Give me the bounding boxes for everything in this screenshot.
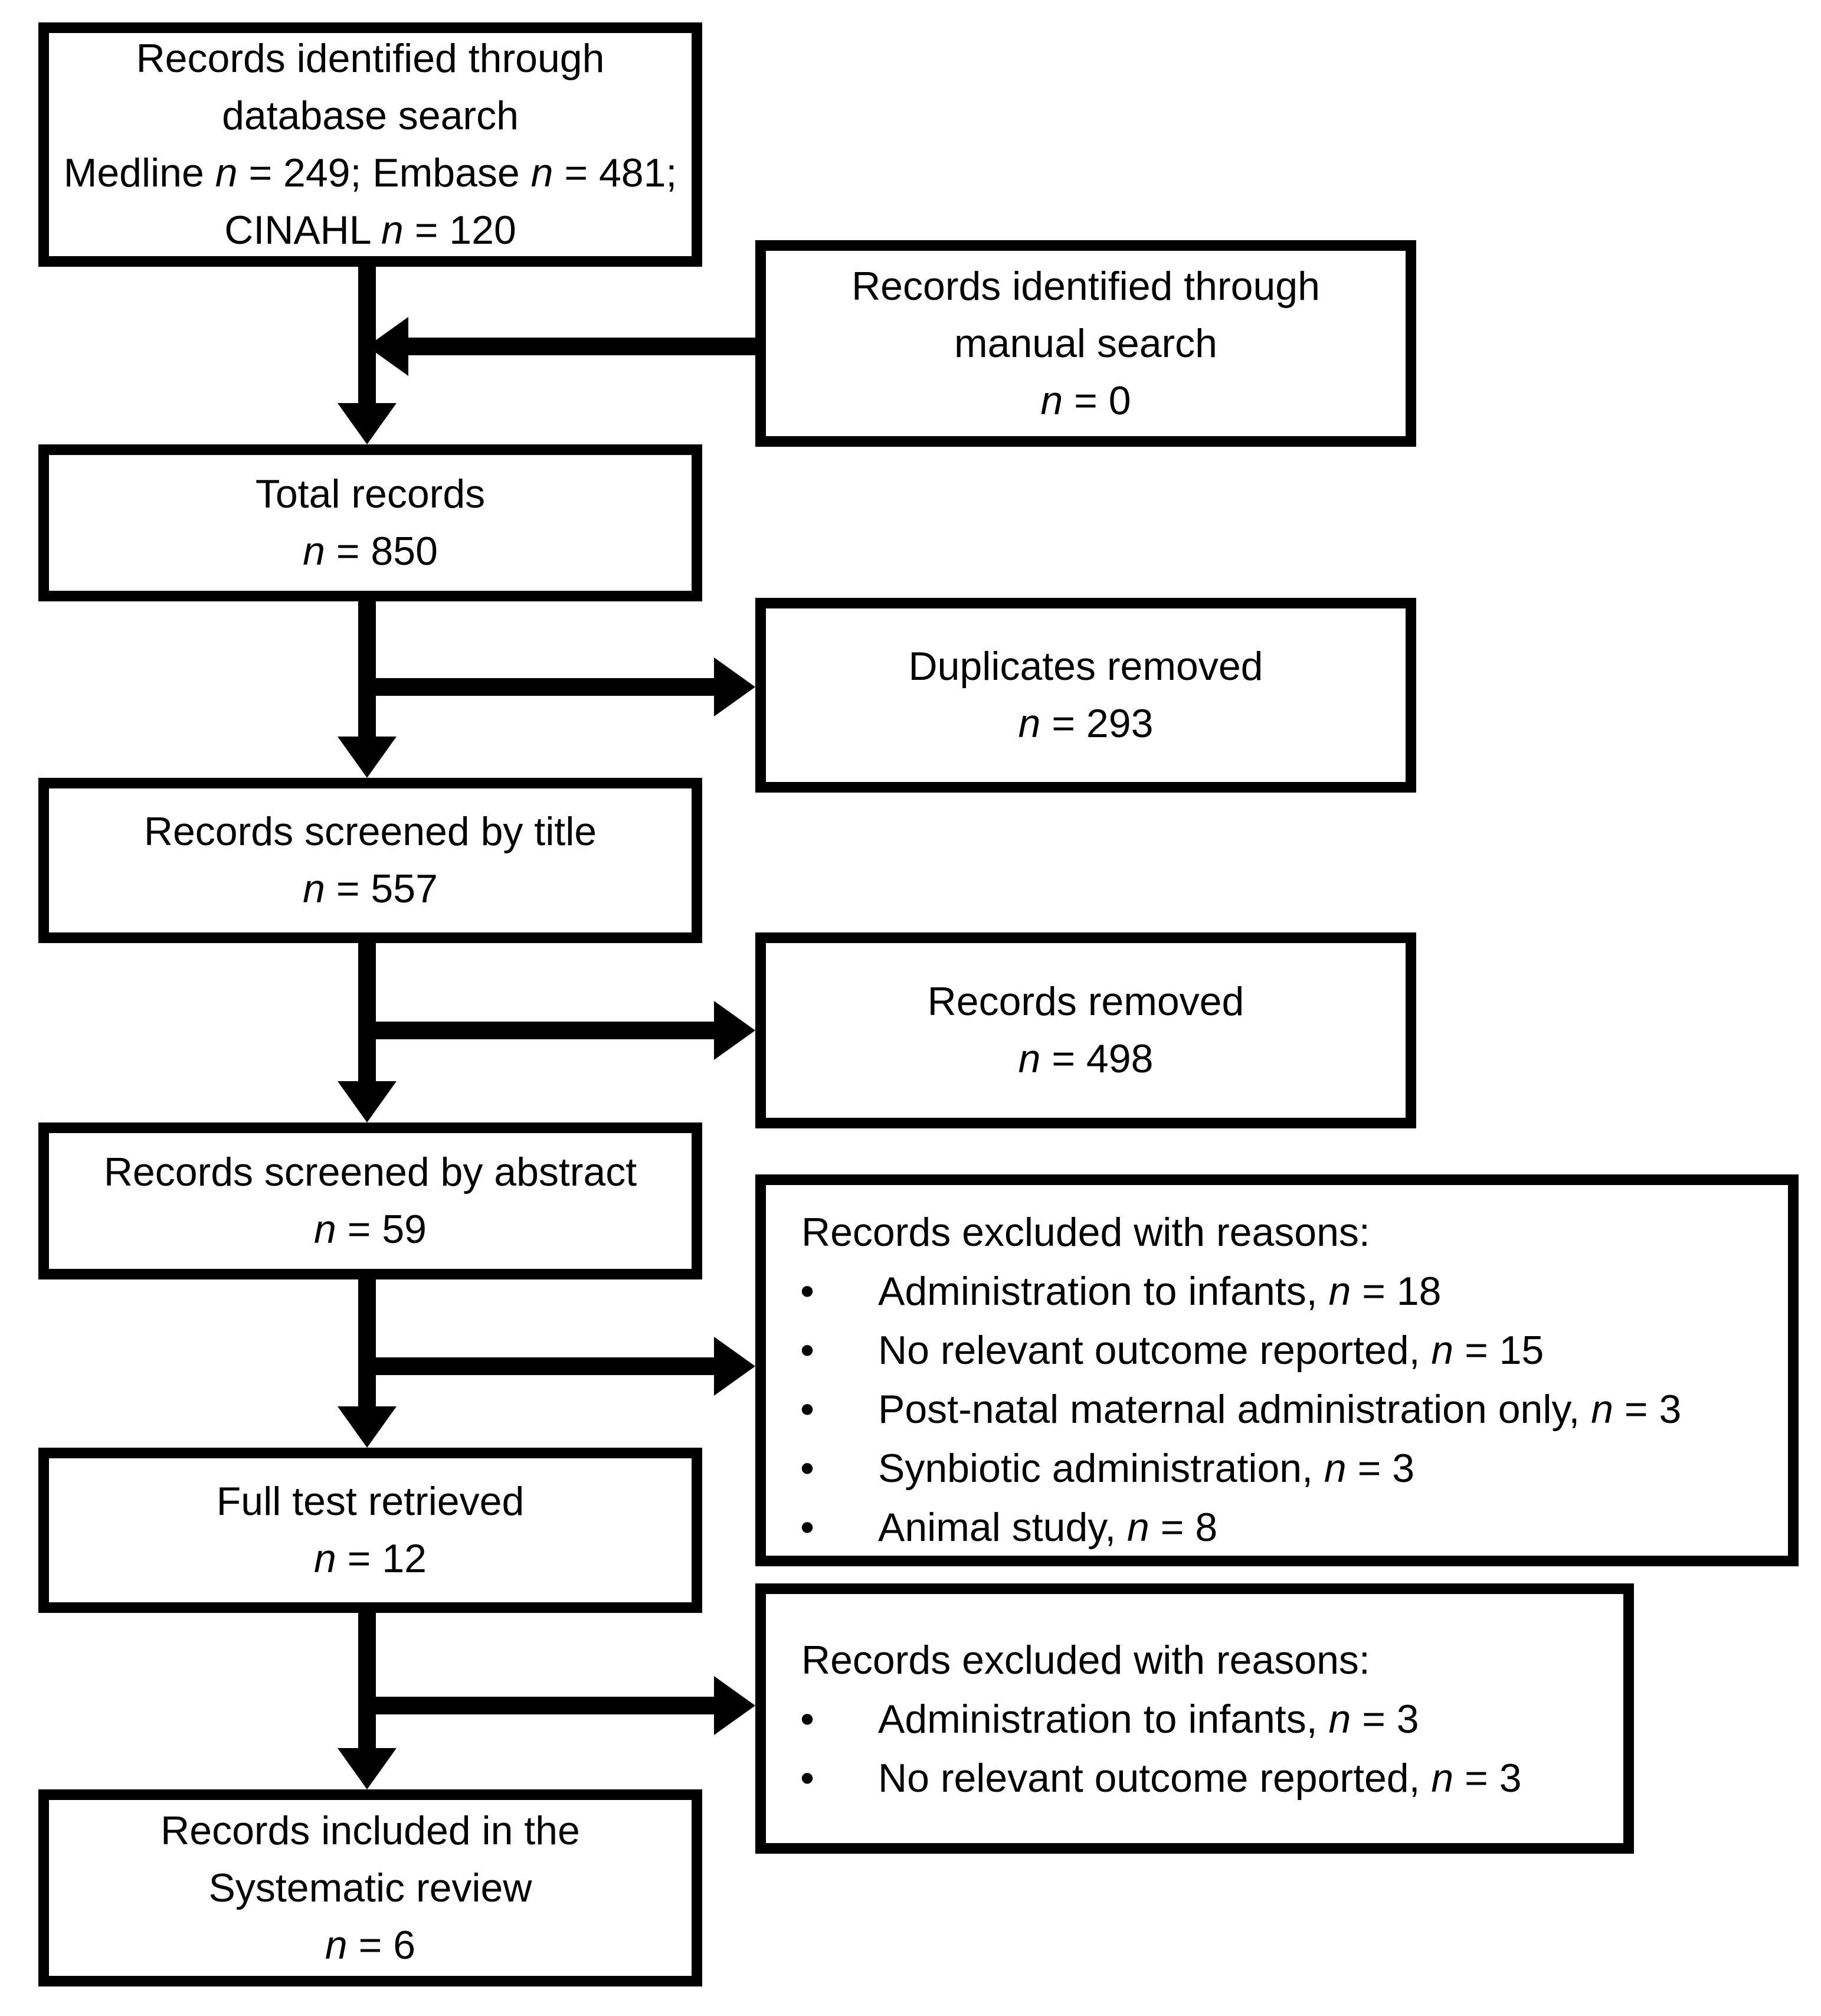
connector-title-to-abstract xyxy=(358,943,376,1081)
excluded-reason: Administration to infants, n = 3 xyxy=(878,1697,1419,1742)
arrowhead-down-fulltext xyxy=(338,1406,397,1448)
box-excluded-abstract-stage: Records excluded with reasons: • Adminis… xyxy=(755,1174,1799,1566)
box-full-text-retrieved: Full test retrieved n = 12 xyxy=(38,1448,702,1613)
excluded-heading: Records excluded with reasons: xyxy=(801,1210,1370,1255)
box-included-systematic-review: Records included in the Systematic revie… xyxy=(38,1789,702,1986)
list-item: • Synbiotic administration, n = 3 xyxy=(766,1439,1788,1498)
box-line: n = 59 xyxy=(314,1207,427,1252)
arrowhead-right-excluded-fulltext xyxy=(714,1676,755,1735)
arrowhead-right-duplicates xyxy=(714,657,755,716)
bullet-icon: • xyxy=(800,1387,814,1432)
connector-to-excluded-abstract xyxy=(367,1357,714,1375)
box-screened-by-abstract: Records screened by abstract n = 59 xyxy=(38,1122,702,1279)
box-line: Medline n = 249; Embase n = 481; xyxy=(63,150,677,195)
box-excluded-fulltext-stage: Records excluded with reasons: • Adminis… xyxy=(755,1583,1634,1854)
connector-abstract-to-fulltext xyxy=(358,1279,376,1406)
list-item: • No relevant outcome reported, n = 15 xyxy=(766,1321,1788,1380)
box-line: n = 293 xyxy=(1018,701,1154,746)
box-line: Records screened by title xyxy=(143,809,597,854)
box-manual-search: Records identified through manual search… xyxy=(755,240,1416,447)
excluded-heading: Records excluded with reasons: xyxy=(801,1638,1370,1683)
bullet-icon: • xyxy=(800,1756,814,1801)
excluded-reason: Synbiotic administration, n = 3 xyxy=(878,1446,1415,1491)
arrowhead-down-abstract xyxy=(338,1081,397,1122)
box-line: Records identified through xyxy=(136,36,605,81)
box-line: n = 557 xyxy=(303,866,438,911)
box-line: database search xyxy=(222,93,519,138)
connector-to-removed xyxy=(367,1022,714,1039)
box-line: Records screened by abstract xyxy=(103,1150,637,1194)
excluded-reason: Administration to infants, n = 18 xyxy=(878,1269,1442,1314)
box-total-records: Total records n = 850 xyxy=(38,444,702,601)
box-line: Duplicates removed xyxy=(908,644,1263,689)
box-line: Total records xyxy=(255,472,486,516)
arrowhead-right-excluded-abstract xyxy=(714,1337,755,1396)
box-database-search: Records identified through database sear… xyxy=(38,22,702,267)
box-line: Systematic review xyxy=(208,1865,532,1910)
excluded-reason: Post-natal maternal administration only,… xyxy=(878,1387,1682,1432)
excluded-reason: No relevant outcome reported, n = 3 xyxy=(878,1756,1522,1801)
box-line: Records identified through xyxy=(851,263,1320,309)
box-line: Records included in the xyxy=(161,1808,580,1853)
list-item: • Administration to infants, n = 3 xyxy=(766,1690,1623,1749)
bullet-icon: • xyxy=(800,1269,814,1314)
excluded-reason: Animal study, n = 8 xyxy=(878,1505,1218,1550)
list-item: • No relevant outcome reported, n = 3 xyxy=(766,1749,1623,1808)
bullet-icon: • xyxy=(800,1505,814,1550)
arrowhead-right-removed xyxy=(714,1001,755,1060)
connector-to-excluded-fulltext xyxy=(367,1697,714,1714)
box-line: manual search xyxy=(954,320,1218,366)
box-duplicates-removed: Duplicates removed n = 293 xyxy=(755,598,1416,793)
bullet-icon: • xyxy=(800,1446,814,1491)
arrowhead-left-manual xyxy=(367,317,408,376)
box-line: Records removed xyxy=(927,979,1244,1024)
arrowhead-down-total xyxy=(338,403,397,444)
list-item: • Administration to infants, n = 18 xyxy=(766,1262,1788,1321)
arrowhead-down-title xyxy=(338,737,397,778)
connector-fulltext-to-included xyxy=(358,1613,376,1748)
box-line: n = 6 xyxy=(325,1922,416,1968)
box-line: n = 12 xyxy=(314,1536,427,1581)
connector-manual-to-main xyxy=(408,338,755,355)
bullet-icon: • xyxy=(800,1697,814,1742)
box-line: n = 0 xyxy=(1040,378,1131,423)
list-item: • Post-natal maternal administration onl… xyxy=(766,1380,1788,1439)
bullet-icon: • xyxy=(800,1328,814,1373)
excluded-reason-list: • Administration to infants, n = 18 • No… xyxy=(766,1262,1788,1557)
box-records-removed: Records removed n = 498 xyxy=(755,932,1416,1128)
box-line: n = 850 xyxy=(303,529,438,574)
connector-to-duplicates xyxy=(367,678,714,696)
box-line: n = 498 xyxy=(1018,1036,1154,1081)
box-line: CINAHL n = 120 xyxy=(224,208,516,253)
connector-total-to-title xyxy=(358,601,376,737)
arrowhead-down-included xyxy=(338,1748,397,1789)
excluded-reason-list: • Administration to infants, n = 3 • No … xyxy=(766,1690,1623,1808)
list-item: • Animal study, n = 8 xyxy=(766,1498,1788,1557)
box-line: Full test retrieved xyxy=(216,1479,525,1524)
box-screened-by-title: Records screened by title n = 557 xyxy=(38,778,702,943)
excluded-reason: No relevant outcome reported, n = 15 xyxy=(878,1328,1544,1373)
